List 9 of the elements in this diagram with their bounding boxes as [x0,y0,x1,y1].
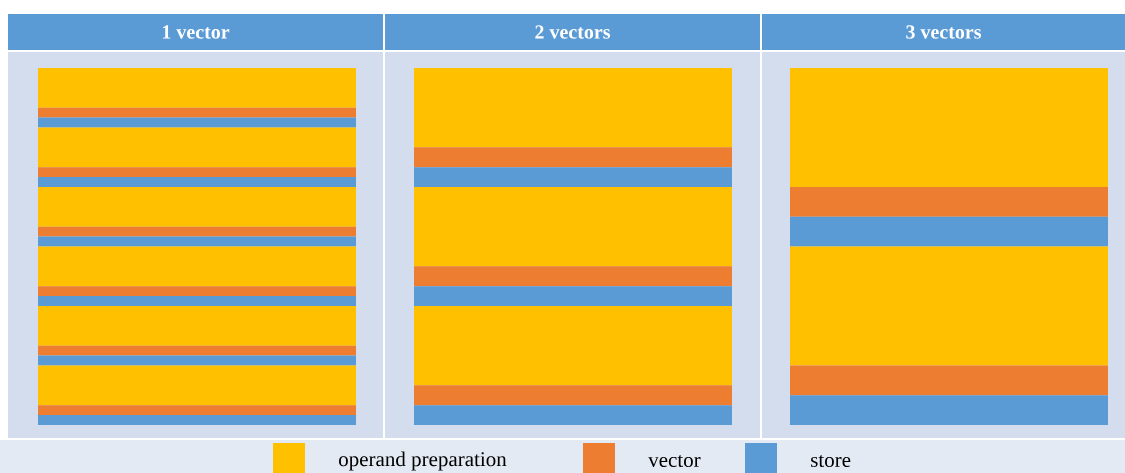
header-band: 1 vector [8,14,383,50]
node-label: 2 vectors [535,25,611,39]
legend-label: vector [648,454,701,467]
header-band: 2 vectors [385,14,760,50]
header-band: 3 vectors [762,14,1125,50]
legend-label: store [811,454,851,467]
legend-label: operand preparation [339,451,507,471]
node-label: 1 vector [162,25,230,39]
node-label: 3 vectors [906,25,982,39]
